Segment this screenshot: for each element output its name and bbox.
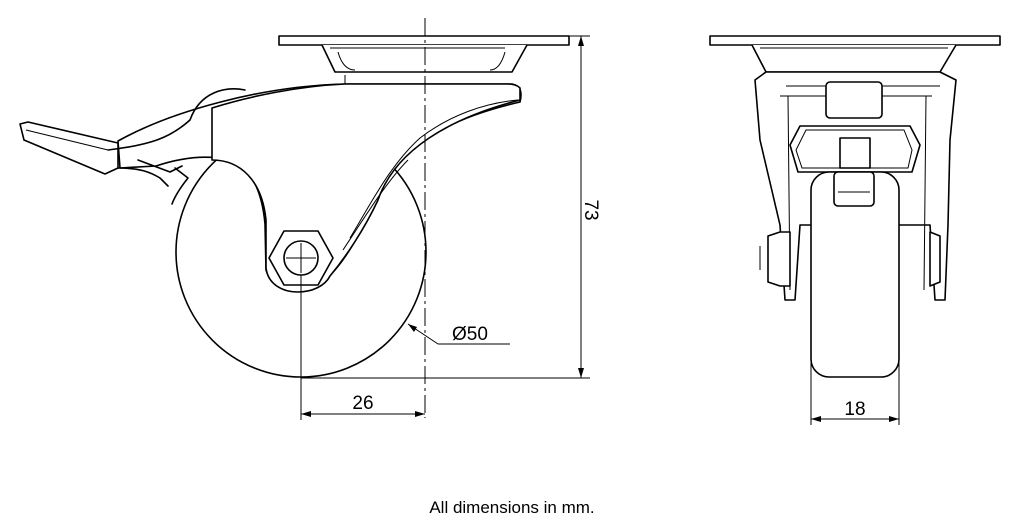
height-label: 73	[580, 199, 601, 220]
side-view	[19, 18, 570, 418]
offset-label: 26	[352, 393, 373, 414]
side-top-plate	[278, 35, 570, 46]
units-footnote: All dimensions in mm.	[429, 498, 595, 517]
diameter-label: Ø50	[452, 324, 488, 345]
dimension-height: 73	[301, 35, 601, 379]
front-view	[709, 35, 1001, 378]
front-axle-left	[767, 231, 791, 287]
front-swivel-bearing	[751, 44, 957, 73]
front-axle-right	[929, 231, 941, 287]
dimension-wheel-diameter: Ø50	[407, 323, 510, 345]
width-label: 18	[844, 399, 865, 420]
front-top-plate	[709, 35, 1001, 46]
dimension-wheel-width: 18	[810, 360, 900, 425]
dimension-offset: 26	[300, 275, 425, 420]
front-brake-housing	[825, 81, 883, 119]
side-brake-lever	[19, 121, 119, 175]
